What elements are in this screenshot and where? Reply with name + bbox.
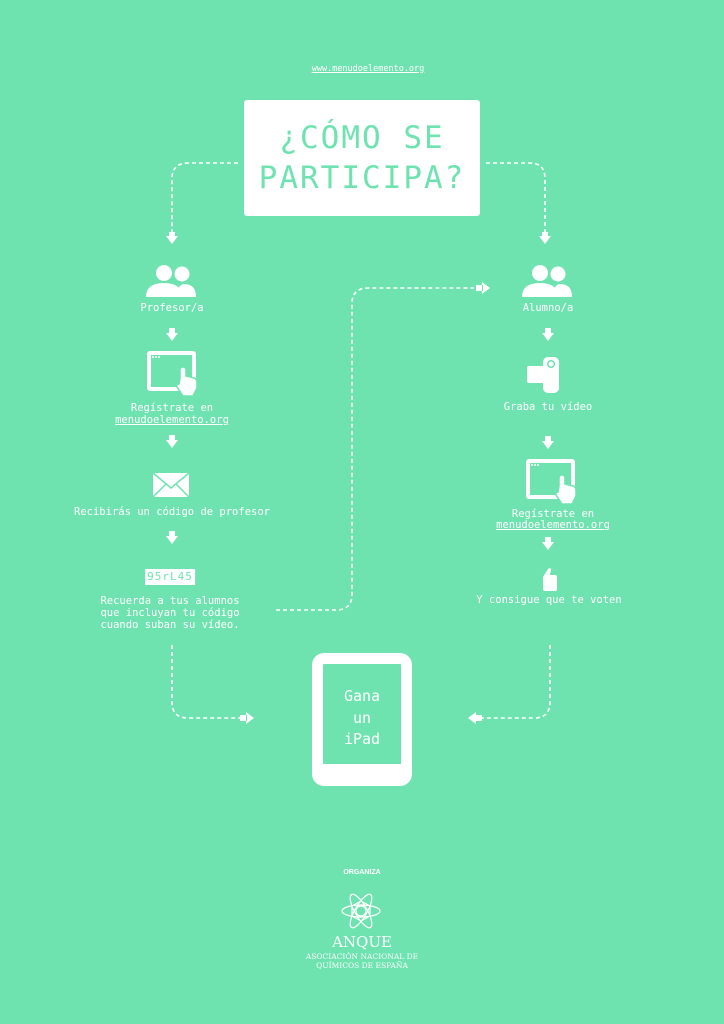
- arrow-down-icon: [166, 232, 178, 244]
- tablet-touch-icon: [526, 459, 577, 505]
- title-line-1: ¿CÓMO SE: [279, 120, 445, 156]
- prize-line-3: iPad: [343, 730, 381, 748]
- anque-logo-line-1: ASOCIACIÓN NACIONAL DE: [305, 952, 419, 961]
- alumno-register-link[interactable]: menudoelemento.org: [496, 519, 610, 531]
- anque-logo-line-2: QUÍMICOS DE ESPAÑA: [316, 961, 408, 970]
- profesor-step3-line3: cuando suban su vídeo.: [100, 619, 240, 631]
- anque-logo-name: ANQUE: [332, 933, 392, 951]
- profesor-step1-text: Regístrate en: [130, 402, 214, 414]
- dashed-connector-title-right: [486, 162, 546, 234]
- prize-line-2: un: [352, 708, 372, 727]
- prize-text: Gana un iPad: [344, 686, 380, 751]
- arrow-down-icon: [166, 531, 178, 544]
- profesor-label: Profesor/a: [140, 302, 204, 314]
- tablet-touch-icon: [147, 351, 198, 397]
- arrow-down-icon: [166, 328, 178, 341]
- organiza-label: ORGANIZA: [343, 869, 381, 876]
- profesor-step2-text: Recibirás un código de profesor: [74, 506, 270, 518]
- envelope-icon: [152, 472, 190, 498]
- title-line-2: PARTICIPA?: [258, 160, 466, 196]
- anque-atom-logo: [341, 893, 381, 929]
- title-box: ¿CÓMO SE PARTICIPA?: [244, 100, 480, 216]
- arrow-left-icon: [468, 712, 482, 724]
- video-camera-icon: [527, 357, 559, 393]
- prize-line-1: Gana: [343, 687, 381, 705]
- teacher-code-box: 95rL45: [145, 569, 195, 585]
- profesor-register-link[interactable]: menudoelemento.org: [115, 414, 229, 426]
- profesor-step3-line1: Recuerda a tus alumnos: [100, 595, 240, 607]
- dashed-connector-alumno-prize: [480, 645, 551, 719]
- users-icon: [146, 265, 196, 297]
- alumno-step2-text: Regístrate en: [511, 508, 595, 520]
- arrow-down-icon: [539, 232, 551, 244]
- alumno-step1-text: Graba tu vídeo: [503, 401, 593, 413]
- alumno-label: Alumno/a: [522, 302, 574, 314]
- thumbs-up-icon: [543, 568, 557, 591]
- ipad-icon: [312, 653, 412, 786]
- alumno-step3-text: Y consigue que te voten: [476, 594, 622, 606]
- users-icon: [522, 265, 572, 297]
- profesor-step3-line2: que incluyan tu código: [100, 607, 240, 619]
- arrow-down-icon: [542, 328, 554, 341]
- arrow-down-icon: [542, 436, 554, 449]
- arrow-right-icon: [476, 282, 490, 294]
- arrow-right-icon: [240, 712, 254, 724]
- dashed-connector-profesor-prize: [171, 645, 242, 719]
- dashed-connector-title-left: [171, 162, 238, 234]
- dashed-connector-profesor-alumno: [276, 287, 474, 611]
- arrow-down-icon: [542, 537, 554, 550]
- arrow-down-icon: [166, 435, 178, 448]
- website-link[interactable]: www.menudoelemento.org: [311, 64, 425, 74]
